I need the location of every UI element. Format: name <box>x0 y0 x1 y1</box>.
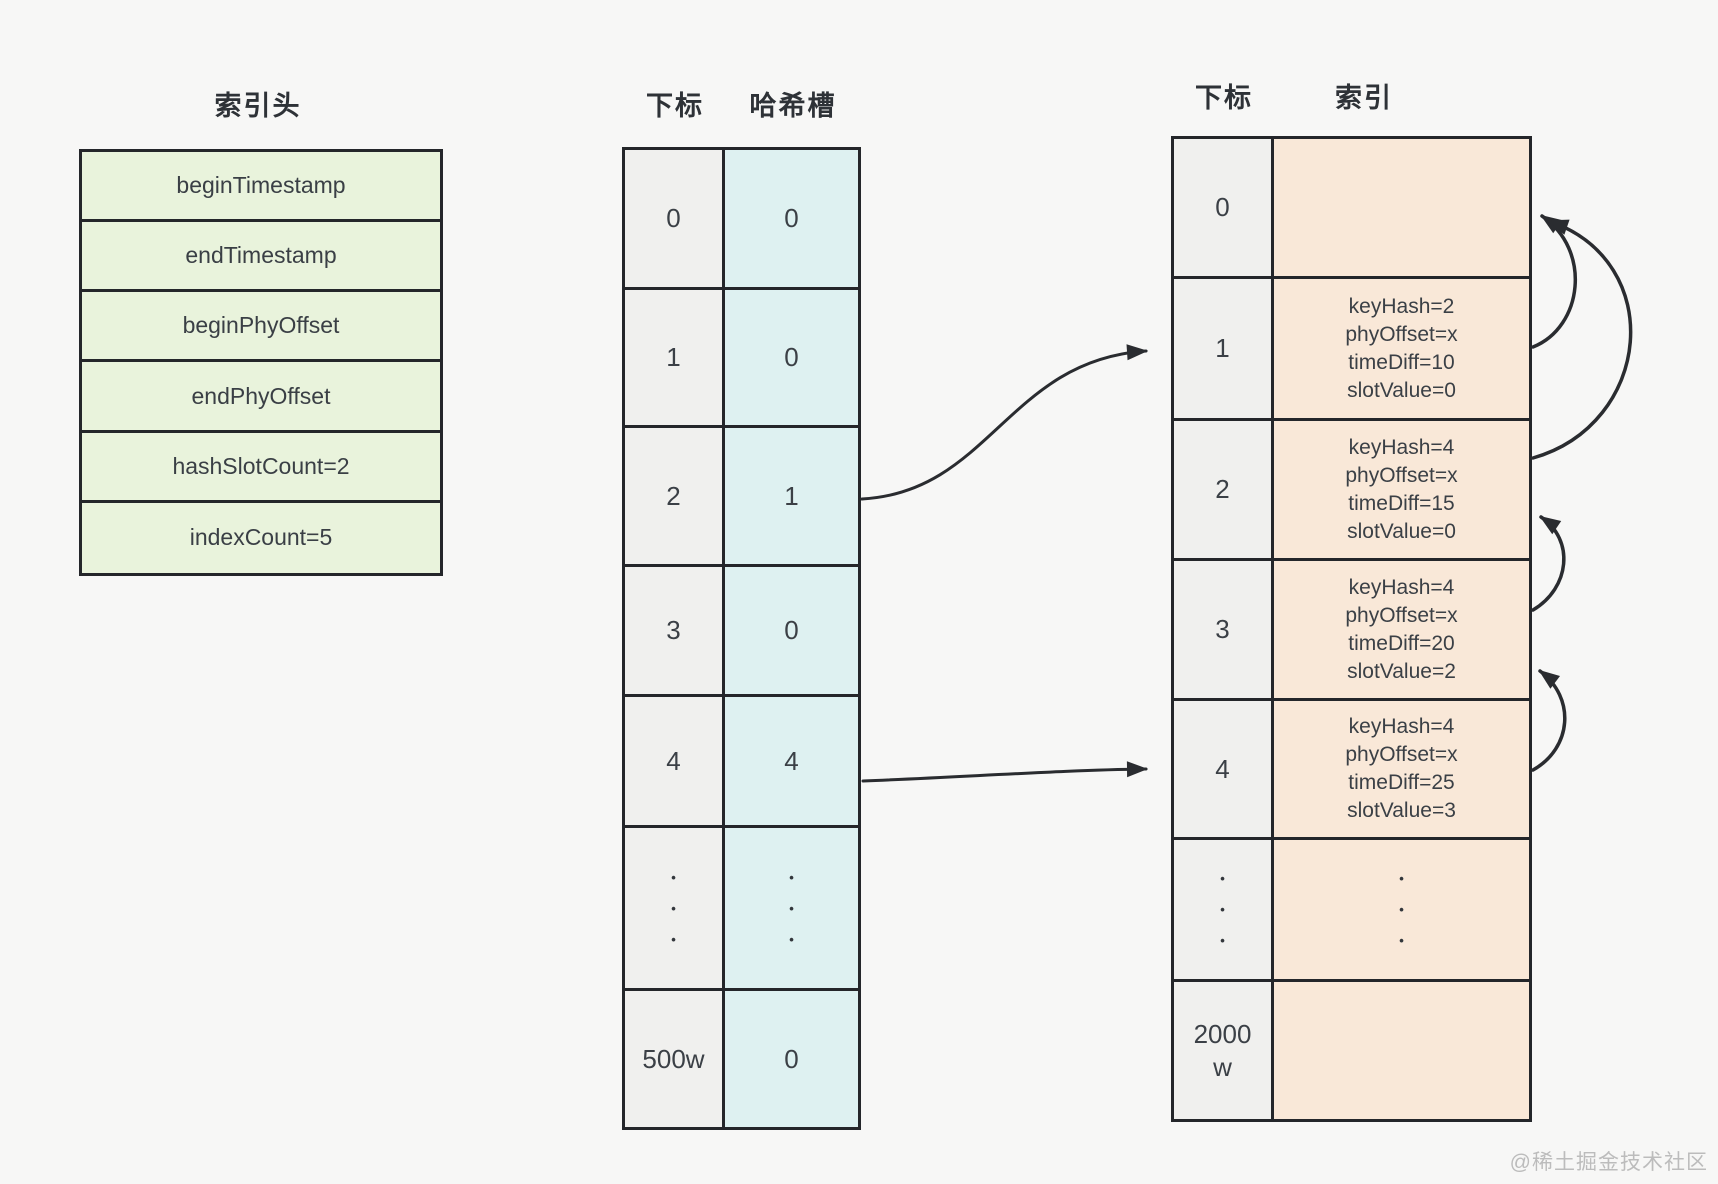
subscript-cell: 2000 w <box>1174 982 1274 1119</box>
index-line: slotValue=2 <box>1347 659 1456 683</box>
ellipsis-dots: • • • <box>1274 840 1529 982</box>
index-line: keyHash=4 <box>1348 715 1455 738</box>
index-line: timeDiff=15 <box>1348 491 1455 515</box>
watermark: @稀土掘金技术社区 <box>1509 1151 1708 1174</box>
hash-slot-table: 0 0 1 0 2 1 3 0 4 4 • • • • • • 500w 0 <box>622 147 861 1130</box>
index-entry-cell: keyHash=4 phyOffset=x timeDiff=20 slotVa… <box>1274 561 1529 701</box>
subscript-cell: 2 <box>625 428 725 567</box>
index-line: timeDiff=20 <box>1348 631 1455 655</box>
arrow-index4-to-index3 <box>1531 669 1567 772</box>
index-line: phyOffset=x <box>1345 743 1458 766</box>
index-table-subscript-header: 下标 <box>1195 83 1253 113</box>
subscript-cell: 3 <box>625 567 725 697</box>
subscript-cell: 500w <box>625 991 725 1127</box>
index-line: timeDiff=10 <box>1348 350 1455 374</box>
index-entry-cell: keyHash=2 phyOffset=x timeDiff=10 slotVa… <box>1274 279 1529 421</box>
header-row: hashSlotCount=2 <box>82 433 440 503</box>
index-line: keyHash=4 <box>1348 575 1455 599</box>
index-entry-cell <box>1274 139 1529 279</box>
index-line: timeDiff=25 <box>1348 771 1455 794</box>
index-line: keyHash=2 <box>1348 294 1455 318</box>
index-header-table: beginTimestamp endTimestamp beginPhyOffs… <box>79 149 443 576</box>
index-entry-cell: keyHash=4 phyOffset=x timeDiff=25 slotVa… <box>1274 701 1529 840</box>
index-header-title: 索引头 <box>214 91 302 121</box>
index-entry-cell <box>1274 982 1529 1119</box>
ellipsis-dots: • • • <box>725 828 858 991</box>
subscript-cell: 1 <box>625 290 725 428</box>
hash-slot-cell: 0 <box>725 991 858 1127</box>
hash-table-subscript-header: 下标 <box>646 91 704 121</box>
hash-table-slot-header: 哈希槽 <box>749 91 837 121</box>
header-row: beginTimestamp <box>82 152 440 223</box>
index-line: keyHash=4 <box>1348 435 1455 459</box>
header-row: endTimestamp <box>82 222 440 293</box>
index-line: slotValue=0 <box>1347 519 1456 543</box>
arrow-slot2-to-index1 <box>860 344 1148 501</box>
subscript-cell: 4 <box>625 697 725 828</box>
index-line: slotValue=0 <box>1347 378 1456 402</box>
ellipsis-dots: • • • <box>1174 840 1274 982</box>
arrow-slot4-to-index4 <box>861 761 1148 783</box>
ellipsis-dots: • • • <box>625 828 725 991</box>
index-entries-table: 0 1 keyHash=2 phyOffset=x timeDiff=10 sl… <box>1171 136 1532 1122</box>
index-entry-cell: keyHash=4 phyOffset=x timeDiff=15 slotVa… <box>1274 421 1529 561</box>
hash-slot-cell: 0 <box>725 150 858 290</box>
subscript-cell: 2 <box>1174 421 1274 561</box>
header-row: endPhyOffset <box>82 362 440 433</box>
header-row: indexCount=5 <box>189 524 333 551</box>
hash-slot-cell: 0 <box>725 567 858 697</box>
header-row: beginPhyOffset <box>82 292 440 363</box>
hash-slot-cell: 1 <box>725 428 858 567</box>
arrow-index3-to-index2 <box>1531 515 1566 612</box>
subscript-cell: 4 <box>1174 701 1274 840</box>
index-line: slotValue=3 <box>1347 799 1456 822</box>
index-table-index-header: 索引 <box>1335 83 1393 113</box>
subscript-cell: 0 <box>625 150 725 290</box>
arrow-index1-to-index0 <box>1531 214 1577 349</box>
subscript-cell: 3 <box>1174 561 1274 701</box>
subscript-cell: 1 <box>1174 279 1274 421</box>
index-line: phyOffset=x <box>1345 463 1458 487</box>
hash-slot-cell: 4 <box>725 697 858 828</box>
index-line: phyOffset=x <box>1345 322 1458 346</box>
index-line: phyOffset=x <box>1345 603 1458 627</box>
subscript-cell: 0 <box>1174 139 1274 279</box>
arrow-index2-to-index0 <box>1531 219 1633 460</box>
hash-slot-cell: 0 <box>725 290 858 428</box>
